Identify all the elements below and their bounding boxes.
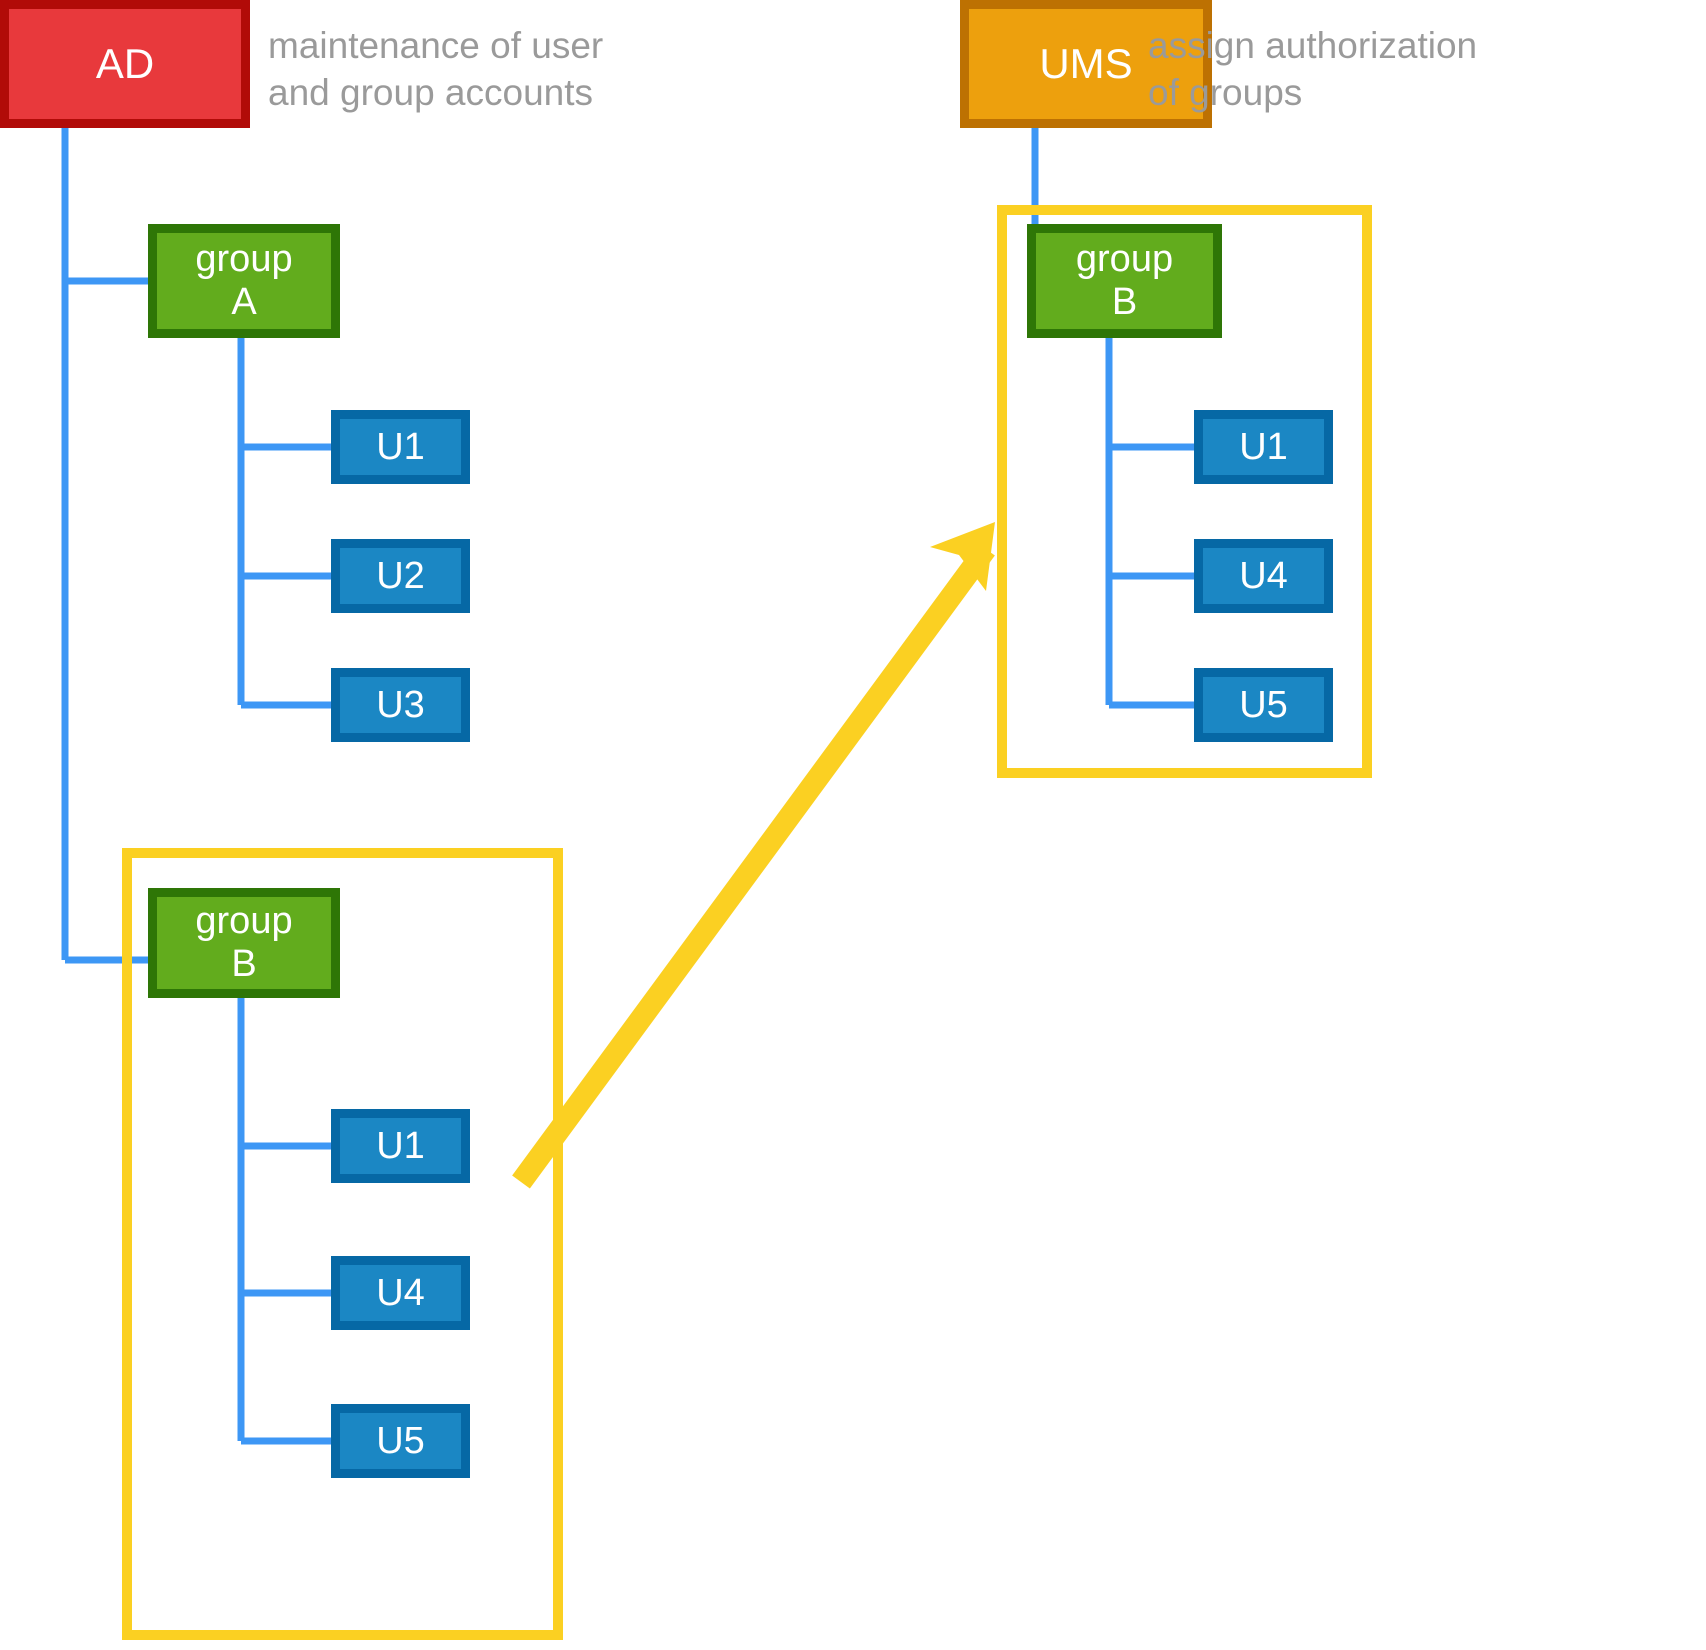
node-group-b-ad[interactable]: group B [148,888,340,998]
node-user-ums-group-b-1[interactable]: U4 [1194,539,1333,613]
node-group-b-ums[interactable]: group B [1027,224,1222,338]
mapping-arrow [512,522,995,1189]
node-user-ad-group-a-0[interactable]: U1 [331,410,470,484]
container-ad-group-b [122,848,563,1640]
node-user-ad-group-b-1[interactable]: U4 [331,1256,470,1330]
node-group-a[interactable]: group A [148,224,340,338]
node-user-ad-group-b-0[interactable]: U1 [331,1109,470,1183]
caption-ad: maintenance of user and group accounts [268,25,604,114]
caption-ums: assign authorization of groups [1148,25,1478,114]
node-user-ad-group-b-2[interactable]: U5 [331,1404,470,1478]
node-user-ad-group-a-2[interactable]: U3 [331,668,470,742]
node-user-ums-group-b-0[interactable]: U1 [1194,410,1333,484]
node-user-ad-group-a-1[interactable]: U2 [331,539,470,613]
container-ums-group-b [997,205,1372,778]
node-ad[interactable]: AD [0,0,250,128]
node-ums[interactable]: UMS [960,0,1212,128]
node-user-ums-group-b-2[interactable]: U5 [1194,668,1333,742]
